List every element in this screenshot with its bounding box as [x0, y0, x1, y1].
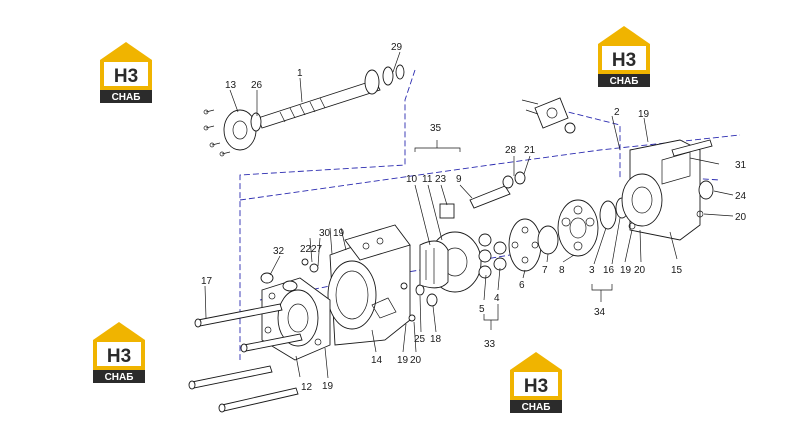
callout-17: 17	[201, 276, 213, 287]
callout-24: 24	[735, 191, 747, 202]
callout-33: 33	[484, 339, 496, 350]
mounting-flange	[261, 277, 331, 361]
callout-6: 6	[519, 280, 525, 291]
callout-10: 10	[406, 174, 418, 185]
logo-big-text: H3	[114, 66, 138, 87]
logo-small-text: СНАБ	[112, 92, 141, 103]
logo-bottom-left: H3 СНАБ	[93, 322, 145, 383]
callout-28: 28	[505, 145, 517, 156]
callout-22: 22	[300, 244, 312, 255]
callout-27: 27	[311, 244, 323, 255]
logo-big-text: H3	[107, 346, 131, 367]
callout-35: 35	[430, 123, 442, 134]
callout-19-center: 19	[397, 355, 409, 366]
end-cover	[621, 139, 714, 241]
swash-plate	[419, 185, 511, 293]
callout-3: 3	[589, 265, 595, 276]
callout-31: 31	[735, 160, 747, 171]
callout-16: 16	[603, 265, 615, 276]
callout-19-bottom: 19	[322, 381, 334, 392]
callout-20-far-right: 20	[735, 212, 747, 223]
logo-top-right: H3 СНАБ	[598, 26, 650, 87]
pump-housing	[327, 224, 411, 346]
callout-9: 9	[456, 174, 462, 185]
charge-pump	[502, 97, 576, 189]
callout-labels: 1 2 3 4 5 6 7 8 9 10 11 12 13 14 15 16 1…	[201, 42, 747, 393]
callout-2: 2	[614, 107, 620, 118]
callout-23: 23	[435, 174, 447, 185]
callout-34: 34	[594, 307, 606, 318]
leader-lines	[204, 51, 734, 379]
callout-5: 5	[479, 304, 485, 315]
callout-20-center: 20	[410, 355, 422, 366]
callout-19-right: 19	[620, 265, 632, 276]
callout-1: 1	[297, 68, 303, 79]
callout-15: 15	[671, 265, 683, 276]
callout-32: 32	[273, 246, 285, 257]
logo-top-left: H3 СНАБ	[100, 42, 152, 103]
drive-shaft-assembly	[203, 64, 405, 157]
callout-19-top: 19	[638, 109, 650, 120]
callout-7: 7	[542, 265, 548, 276]
callout-29: 29	[391, 42, 403, 53]
callout-30: 30	[319, 228, 331, 239]
callout-25: 25	[414, 334, 426, 345]
logo-small-text: СНАБ	[522, 402, 551, 413]
callout-13: 13	[225, 80, 237, 91]
callout-11: 11	[422, 174, 433, 185]
callout-12: 12	[301, 382, 313, 393]
cylinder-block	[537, 197, 629, 257]
callout-4: 4	[494, 293, 500, 304]
callout-26: 26	[251, 80, 263, 91]
logo-small-text: СНАБ	[105, 372, 134, 383]
callout-19-housing: 19	[333, 228, 345, 239]
logo-bottom-center: H3 СНАБ	[510, 352, 562, 413]
piston-group	[478, 218, 542, 279]
callout-20-right: 20	[634, 265, 646, 276]
logo-small-text: СНАБ	[610, 76, 639, 87]
callout-18: 18	[430, 334, 442, 345]
small-fittings	[260, 258, 438, 322]
logo-big-text: H3	[612, 50, 636, 71]
callout-14: 14	[371, 355, 383, 366]
logo-big-text: H3	[524, 376, 548, 397]
callout-21: 21	[524, 145, 536, 156]
callout-8: 8	[559, 265, 565, 276]
long-bolts	[188, 303, 303, 413]
